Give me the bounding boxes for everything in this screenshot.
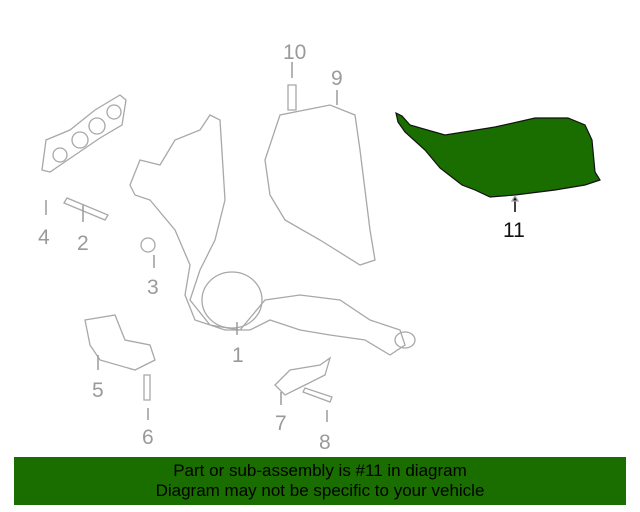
callout-10[interactable]: 10 [283, 41, 307, 64]
callout-2[interactable]: 2 [77, 232, 89, 255]
manifold-part-1 [129, 114, 406, 356]
gasket-part-4 [41, 94, 127, 173]
parts-diagram [41, 62, 601, 422]
banner-line-1: Part or sub-assembly is #11 in diagram [173, 461, 467, 480]
callout-6[interactable]: 6 [142, 426, 154, 449]
bolt-part-6 [143, 374, 151, 401]
nut-part-3 [140, 237, 156, 253]
part-info-banner: Part or sub-assembly is #11 in diagram D… [14, 457, 626, 505]
callout-1[interactable]: 1 [232, 344, 244, 367]
callout-5[interactable]: 5 [92, 379, 104, 402]
callout-7[interactable]: 7 [275, 412, 287, 435]
callout-8[interactable]: 8 [319, 431, 331, 454]
gasket-part-7 [274, 356, 332, 396]
callout-9[interactable]: 9 [331, 67, 343, 90]
stud-part-2 [63, 197, 109, 221]
bolt-part-10 [287, 84, 297, 111]
callout-3[interactable]: 3 [147, 276, 159, 299]
bolt-part-8 [302, 387, 333, 403]
exhaust-parts-illustration [41, 62, 601, 422]
callout-11[interactable]: 11 [503, 219, 525, 242]
bracket-part-5 [84, 314, 156, 371]
banner-line-2: Diagram may not be specific to your vehi… [155, 481, 485, 500]
heat-shield-part-9 [264, 104, 376, 266]
heat-shield-part-11 [395, 111, 601, 198]
callout-4[interactable]: 4 [38, 226, 50, 249]
